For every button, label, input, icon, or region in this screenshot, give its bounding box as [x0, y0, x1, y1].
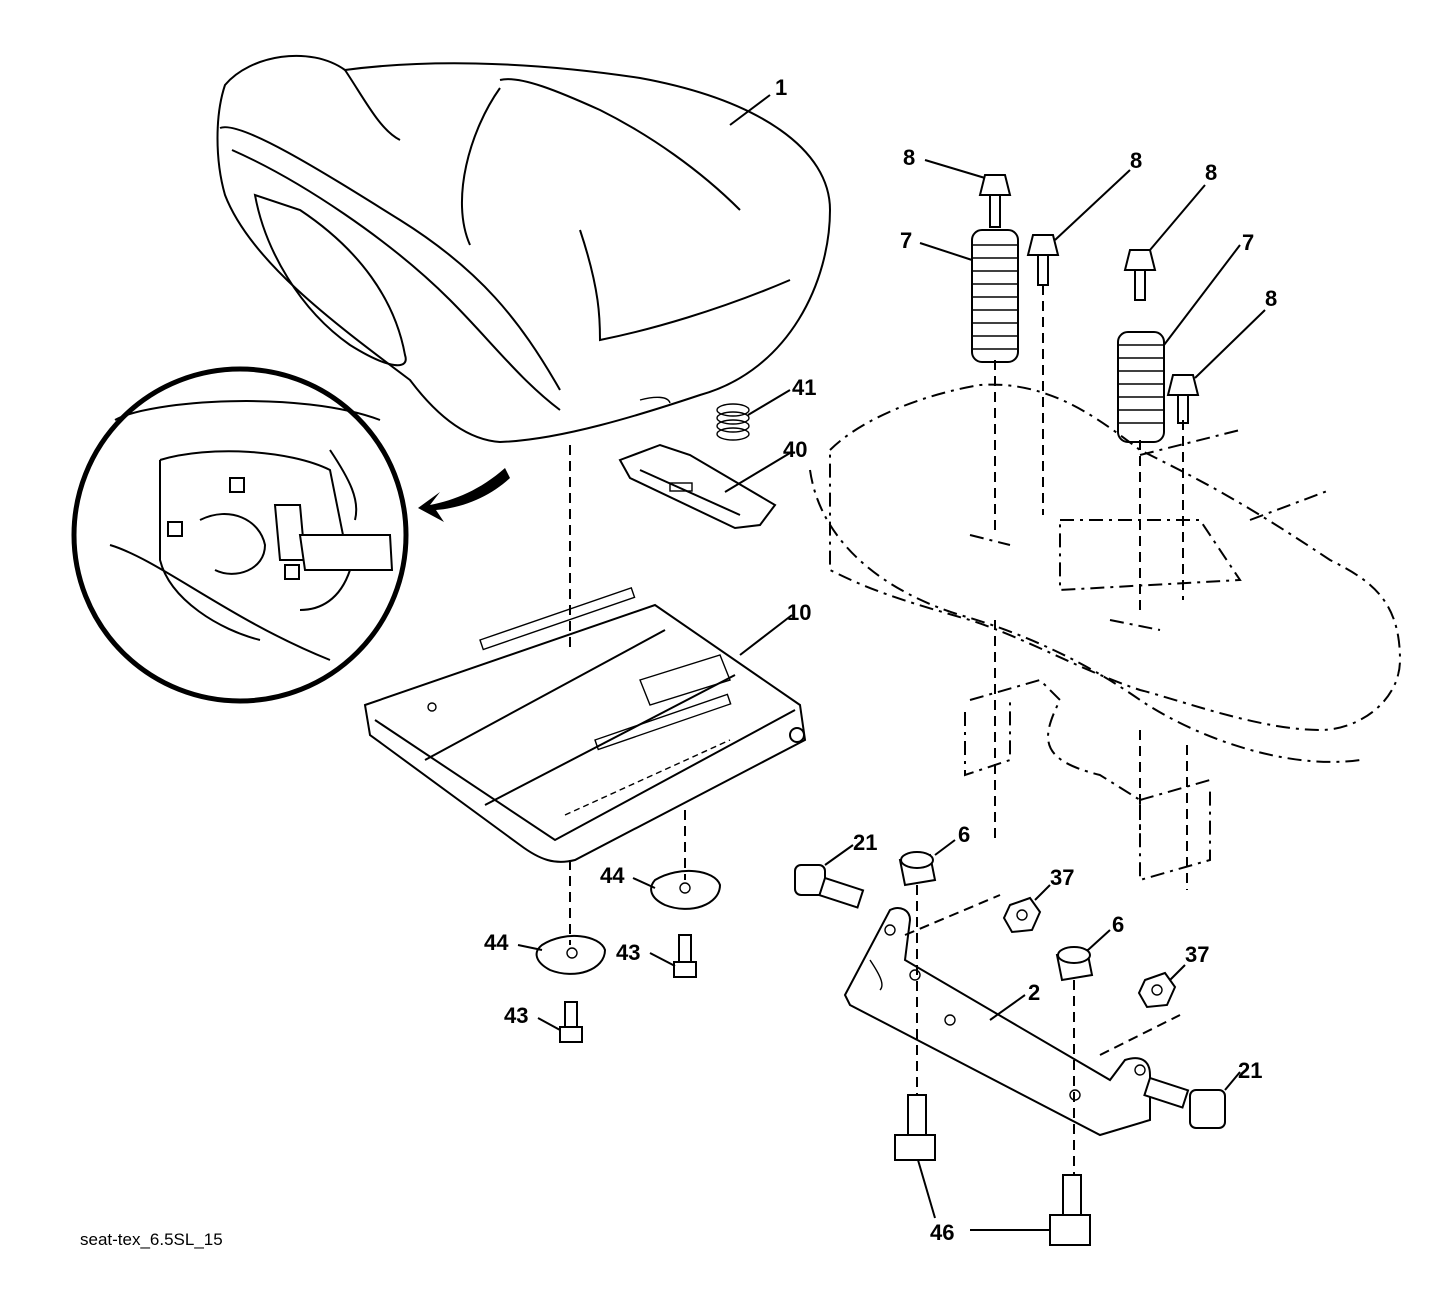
nut-37-b: [1137, 971, 1177, 1009]
diagram-caption: seat-tex_6.5SL_15: [80, 1230, 223, 1249]
spring-7-left: [971, 229, 1019, 363]
washer-44-upper: [650, 869, 722, 910]
callout-bolt-a: 8: [903, 145, 915, 170]
callout-screw-a: 43: [616, 940, 640, 965]
bolt-8-a: [978, 174, 1012, 228]
callout-nut-a: 37: [1050, 865, 1074, 890]
pivot-bolt-21-left: [794, 864, 865, 909]
flange-bolt-46-b: [1049, 1174, 1091, 1246]
callout-pivot-bolt-right: 21: [1238, 1058, 1262, 1083]
leader-lines: [517, 94, 1266, 1231]
callout-washer-b: 44: [484, 930, 509, 955]
fender-outline: [809, 383, 1402, 763]
screw-43-lower: [559, 1001, 583, 1043]
locknut-6-b: [1055, 946, 1094, 982]
nut-37-a: [1002, 896, 1042, 934]
callout-bracket: 2: [1028, 980, 1040, 1005]
callout-seat: 1: [775, 75, 787, 100]
assembly-lines: [569, 285, 1188, 1175]
callout-bolt-b: 8: [1130, 148, 1142, 173]
callout-seat-pan: 10: [787, 600, 811, 625]
callout-pivot-bolt-left: 21: [853, 830, 877, 855]
detail-inset: [71, 366, 510, 704]
small-spring-drawing: [716, 403, 750, 441]
callout-nut-b: 37: [1185, 942, 1209, 967]
seat-drawing: [216, 54, 832, 444]
bolt-8-c: [1123, 249, 1157, 301]
pivot-bolt-21-right: [1143, 1076, 1226, 1129]
screw-43-upper: [673, 934, 697, 978]
callout-screw-b: 43: [504, 1003, 528, 1028]
callout-latch: 40: [783, 437, 807, 462]
callout-locknut-a: 6: [958, 822, 970, 847]
callout-washer-a: 44: [600, 863, 625, 888]
bolt-8-d: [1166, 374, 1200, 424]
callout-labels: 1 8 8 8 8 7 7 41 40 10 21 6 37 6 37 2 21…: [484, 75, 1277, 1245]
frame-bracket-dashed: [964, 678, 1211, 882]
seat-pan-drawing: [363, 587, 807, 863]
latch-drawing: [618, 443, 777, 530]
callout-spring-left: 7: [900, 228, 912, 253]
flange-bolt-46-a: [894, 1094, 936, 1161]
callout-bolt-d: 8: [1265, 286, 1277, 311]
callout-bolt-c: 8: [1205, 160, 1217, 185]
washer-44-lower: [535, 934, 607, 975]
callout-flange-bolt: 46: [930, 1220, 954, 1245]
seat-bracket-drawing: [843, 907, 1151, 1137]
bolt-8-b: [1026, 234, 1060, 286]
seat-pan-adjust-slots: [564, 739, 731, 816]
callout-locknut-b: 6: [1112, 912, 1124, 937]
callout-small-spring: 41: [792, 375, 816, 400]
callout-spring-right: 7: [1242, 230, 1254, 255]
locknut-6-a: [898, 851, 937, 887]
spring-7-right: [1117, 331, 1165, 443]
